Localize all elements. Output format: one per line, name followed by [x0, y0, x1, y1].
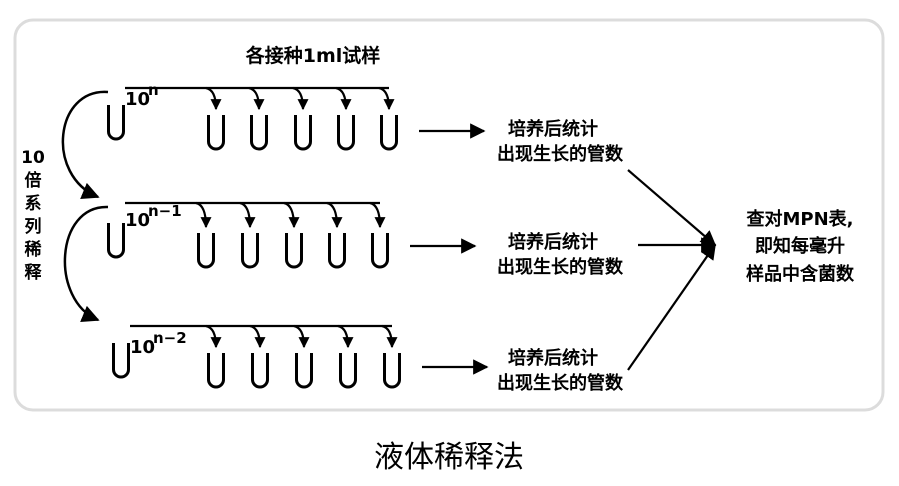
exponent: n−2 [153, 329, 187, 347]
converge-line [627, 169, 717, 247]
test-tube [371, 233, 389, 269]
dilution-arrow [61, 90, 109, 200]
converge-line [627, 243, 716, 371]
diagram-title: 液体稀释法 [374, 440, 524, 475]
inoculation-arrow [335, 86, 352, 111]
side-label-char: 列 [25, 216, 42, 237]
inoculation-arrow [249, 324, 266, 349]
inoculation-arrow [369, 201, 386, 229]
inoculation-arrow [205, 86, 222, 111]
test-tube [250, 115, 268, 151]
side-label: 10 倍 系 列 稀 释 [21, 148, 45, 283]
result-row-2: 培养后统计 出现生长的管数 [497, 231, 624, 278]
conclusion-line: 样品中含菌数 [746, 263, 855, 285]
dilution-row-2 [107, 201, 477, 269]
result-line: 出现生长的管数 [497, 372, 624, 394]
inoculation-arrow [292, 86, 309, 111]
test-tube [241, 233, 259, 269]
result-line: 培养后统计 [508, 118, 598, 140]
dilution-rows [107, 86, 489, 389]
dilution-arrow [63, 205, 109, 322]
test-tube [207, 115, 225, 151]
test-tube [339, 353, 357, 389]
side-label-char: 释 [25, 262, 43, 283]
inoculation-arrow [293, 324, 310, 349]
test-tube [197, 233, 215, 269]
source-tube [107, 105, 125, 141]
conclusion: 查对MPN表, 即知每毫升 样品中含菌数 [746, 208, 855, 285]
source-tube [107, 223, 125, 259]
test-tube [251, 353, 269, 389]
diagram-panel [13, 18, 885, 412]
inoculation-arrow [326, 201, 343, 229]
side-label-char: 系 [25, 194, 42, 214]
dilution-label-row-1: 10 n [125, 81, 159, 110]
test-tube [294, 115, 312, 151]
inoculation-arrow [195, 201, 212, 229]
exponent: n [148, 81, 159, 99]
inoculation-arrow [337, 324, 354, 349]
inoculation-arrow [205, 324, 222, 349]
top-label: 各接种1ml试样 [245, 44, 381, 67]
dilution-label-row-3: 10 n−2 [130, 329, 187, 358]
result-line: 培养后统计 [508, 231, 598, 253]
test-tube [337, 115, 355, 151]
test-tube [328, 233, 346, 269]
inoculation-arrow [248, 86, 265, 111]
side-label-char: 倍 [25, 170, 42, 191]
test-tube [285, 233, 303, 269]
svg-text:10: 10 [130, 337, 155, 358]
dilution-row-1 [107, 86, 486, 151]
result-line: 出现生长的管数 [497, 256, 624, 278]
result-row-1: 培养后统计 出现生长的管数 [497, 118, 624, 165]
result-row-3: 培养后统计 出现生长的管数 [497, 347, 624, 394]
dilution-row-3 [112, 324, 489, 389]
inoculation-arrow [239, 201, 256, 229]
dilution-label-row-2: 10 n−1 [125, 202, 182, 231]
conclusion-line: 即知每毫升 [755, 235, 845, 257]
exponent: n−1 [148, 202, 182, 220]
test-tube [380, 115, 398, 151]
side-label-char: 稀 [25, 239, 42, 260]
conclusion-line: 查对MPN表, [746, 208, 853, 230]
result-line: 出现生长的管数 [497, 143, 624, 165]
svg-text:10: 10 [125, 210, 150, 231]
side-label-char: 10 [21, 148, 45, 168]
test-tube [207, 353, 225, 389]
inoculation-arrow [381, 324, 398, 349]
result-line: 培养后统计 [508, 347, 598, 369]
svg-text:10: 10 [125, 89, 150, 110]
test-tube [383, 353, 401, 389]
source-tube [112, 343, 130, 379]
test-tube [295, 353, 313, 389]
inoculation-arrow [283, 201, 300, 229]
inoculation-arrow [378, 86, 395, 111]
